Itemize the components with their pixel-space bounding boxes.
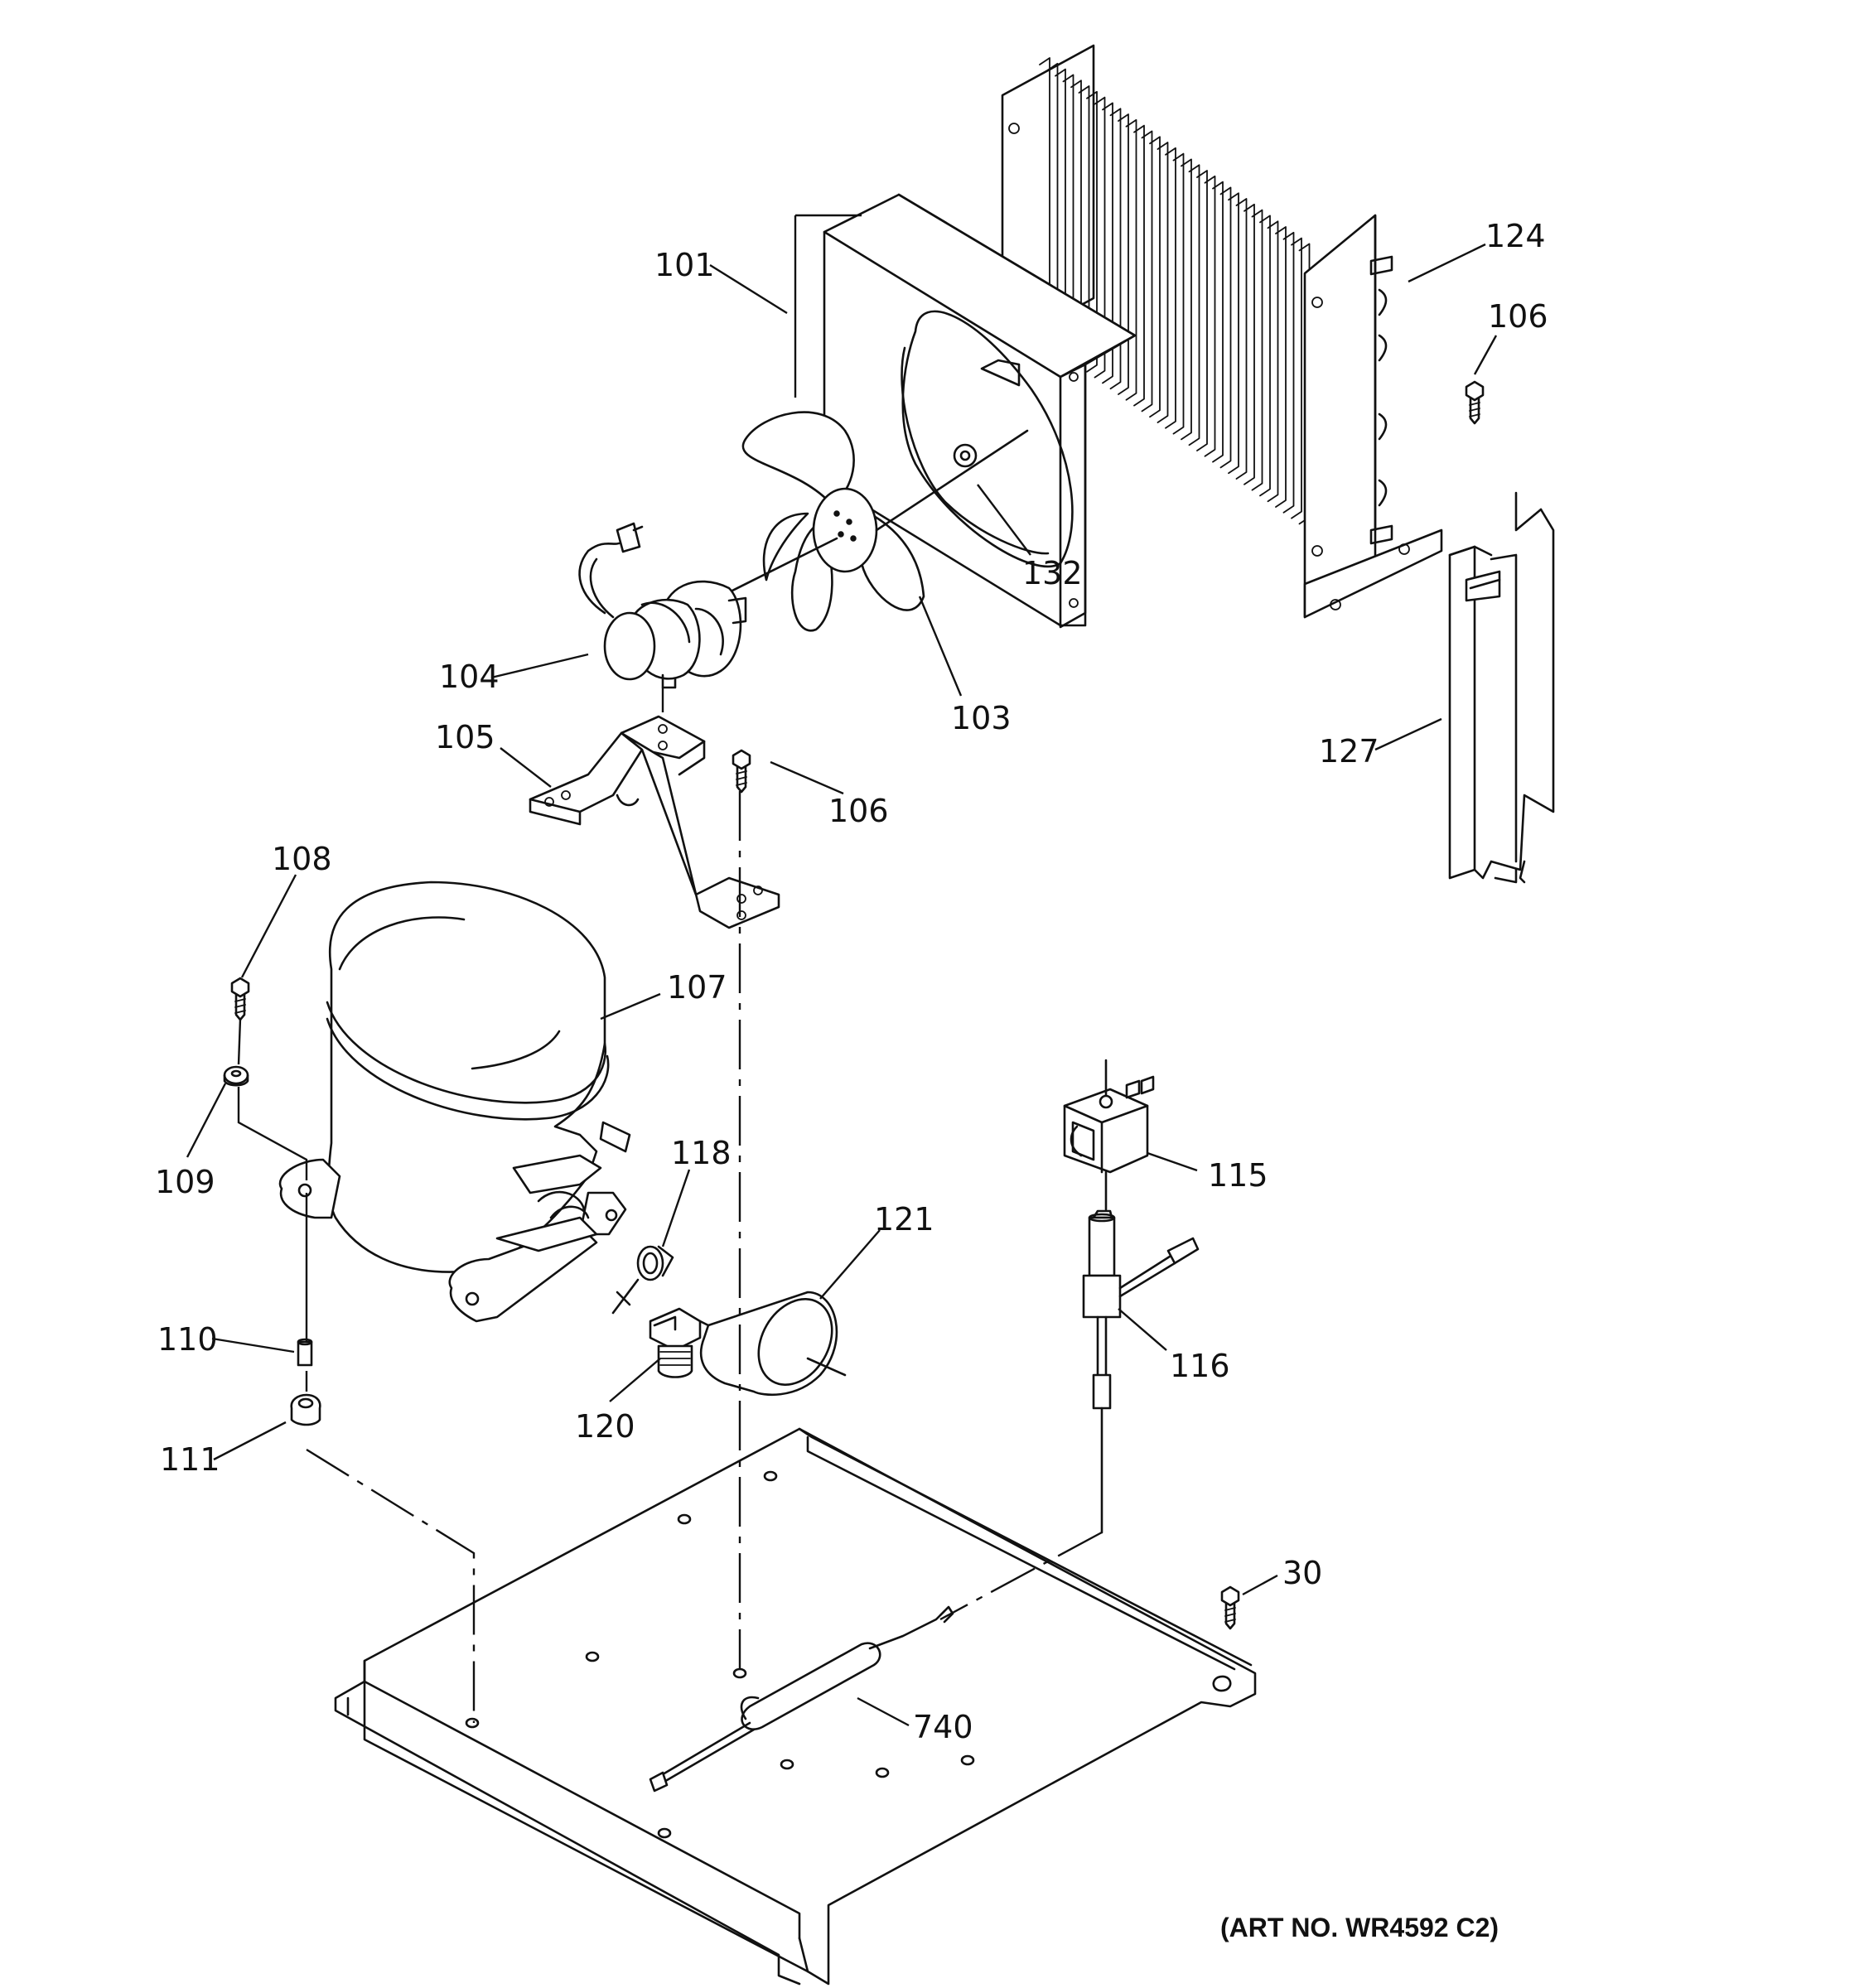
callout-116: 116 xyxy=(1170,1348,1230,1384)
callout-111: 111 xyxy=(160,1441,220,1478)
callout-115: 115 xyxy=(1208,1157,1268,1194)
condenser-fin xyxy=(1291,237,1302,519)
callout-121: 121 xyxy=(874,1201,934,1238)
mounting-hole xyxy=(585,1651,600,1662)
condenser-fin xyxy=(1149,136,1161,418)
condenser-fin xyxy=(1235,198,1248,480)
sleeve xyxy=(297,1338,313,1367)
callout-101: 101 xyxy=(654,247,715,283)
leader-lines xyxy=(186,243,1498,1727)
assembly-line xyxy=(237,1087,308,1180)
filter-drier xyxy=(649,1605,954,1793)
mounting-hole xyxy=(677,1513,692,1525)
grommet xyxy=(290,1393,321,1426)
callout-106: 106 xyxy=(1488,298,1548,335)
coil-bracket xyxy=(1448,491,1555,884)
condenser-fin xyxy=(1133,124,1145,407)
mounting-hole xyxy=(657,1827,672,1839)
callout-118: 118 xyxy=(671,1135,732,1171)
condenser-fin xyxy=(1109,108,1122,390)
callout-740: 740 xyxy=(913,1709,973,1745)
condenser-fin xyxy=(1259,215,1271,497)
condenser-fin xyxy=(1086,90,1098,373)
overload-protector xyxy=(611,1245,674,1315)
callout-127: 127 xyxy=(1319,733,1379,770)
condenser-fin xyxy=(1102,102,1113,384)
assembly-line xyxy=(306,1448,476,1723)
compressor xyxy=(278,881,631,1323)
condenser-fin xyxy=(1196,170,1208,451)
condenser-fin xyxy=(1181,158,1192,441)
callout-106: 106 xyxy=(828,793,889,829)
callout-107: 107 xyxy=(667,969,727,1006)
callout-124: 124 xyxy=(1485,218,1546,254)
fan-blade xyxy=(741,411,1029,632)
callout-109: 109 xyxy=(155,1164,215,1200)
condenser-fin xyxy=(1141,130,1153,413)
mounting-hole xyxy=(780,1759,794,1770)
condenser-fin xyxy=(1172,152,1185,435)
condenser-fin xyxy=(1212,181,1224,463)
assembly-line xyxy=(237,1018,242,1065)
screw-icon xyxy=(1465,380,1485,425)
assembly-line xyxy=(939,1531,1103,1621)
mounting-hole xyxy=(763,1470,778,1482)
mounting-hole xyxy=(960,1754,975,1766)
fan-shroud xyxy=(794,193,1137,629)
callout-105: 105 xyxy=(435,719,495,755)
condenser-fin xyxy=(1251,209,1263,491)
callout-132: 132 xyxy=(1022,555,1083,591)
mounting-hole xyxy=(465,1717,480,1729)
condenser-fin xyxy=(1267,220,1279,503)
start-relay xyxy=(649,1307,710,1378)
condenser-fin xyxy=(1118,113,1129,395)
fan-motor xyxy=(578,522,838,689)
screw-icon xyxy=(230,977,250,1021)
condenser-fin xyxy=(1275,226,1287,508)
condenser-fin xyxy=(1282,231,1295,514)
screw-icon xyxy=(732,749,751,794)
callout-120: 120 xyxy=(575,1408,635,1445)
callout-103: 103 xyxy=(951,700,1012,736)
condenser-fin xyxy=(1188,164,1200,446)
relay-cover xyxy=(699,1291,847,1397)
condenser-fin xyxy=(1219,186,1232,469)
condenser-fin xyxy=(1157,142,1169,423)
base-pan xyxy=(334,1427,1257,1986)
mounting-hole xyxy=(875,1767,890,1778)
screw-icon xyxy=(1220,1585,1240,1630)
condenser-fin xyxy=(1204,175,1216,457)
solenoid-valve xyxy=(1063,1059,1155,1211)
callout-104: 104 xyxy=(439,659,500,695)
condenser-fin xyxy=(1228,192,1239,475)
art-number: (ART NO. WR4592 C2) xyxy=(1220,1913,1499,1942)
condenser-fin xyxy=(1094,96,1106,379)
motor-bracket xyxy=(529,715,780,929)
callout-110: 110 xyxy=(157,1321,218,1358)
condenser-fin xyxy=(1125,118,1137,401)
condenser-fin xyxy=(1165,147,1176,429)
condenser-fin xyxy=(1243,203,1255,485)
drier-valve-assembly xyxy=(1082,1209,1200,1534)
washer xyxy=(223,1065,249,1087)
callout-30: 30 xyxy=(1282,1555,1322,1591)
callout-108: 108 xyxy=(272,841,332,877)
